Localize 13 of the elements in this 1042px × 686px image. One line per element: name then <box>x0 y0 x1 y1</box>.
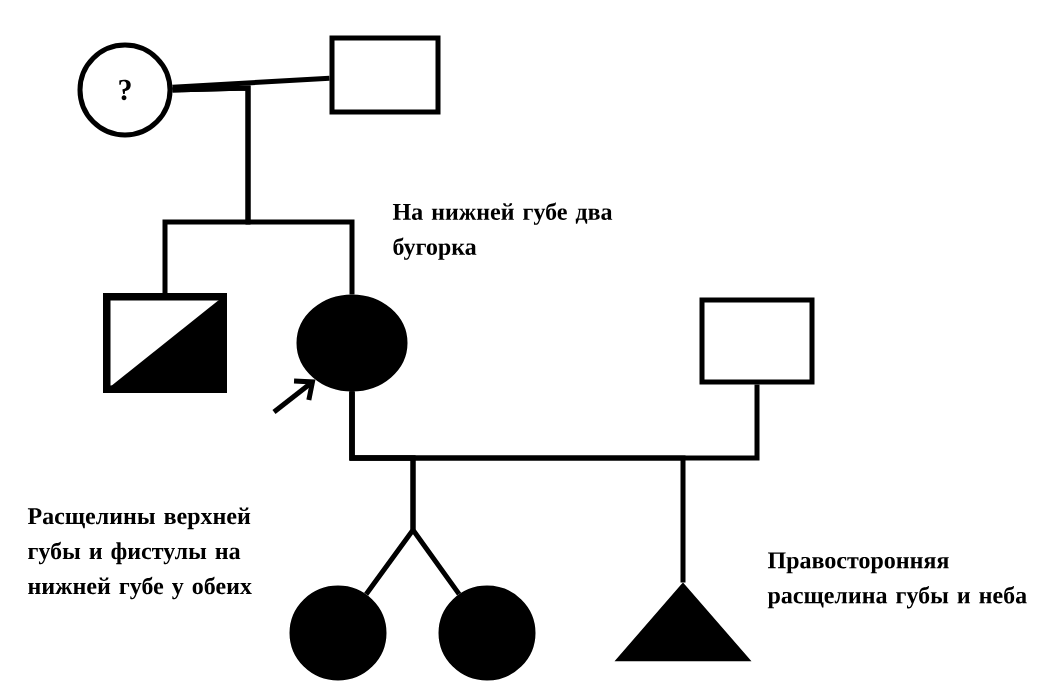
annotation-text: Правосторонняя расщелина губы и неба <box>767 552 1027 609</box>
circle-symbol <box>296 294 408 392</box>
annotation-text: Расщелины верхней губы и фистулы на нижней губе у обеих <box>27 507 252 600</box>
pedigree-line <box>349 391 686 583</box>
square-symbol <box>699 297 815 385</box>
pedigree-line <box>172 75 330 90</box>
circle-symbol <box>289 585 387 681</box>
square-symbol <box>329 35 441 115</box>
annotation-text: На нижней губе два бугорка <box>392 202 613 260</box>
circle-symbol <box>438 585 536 681</box>
proband-arrow <box>272 378 316 414</box>
pedigree-line <box>172 85 355 295</box>
square-symbol <box>103 293 227 393</box>
